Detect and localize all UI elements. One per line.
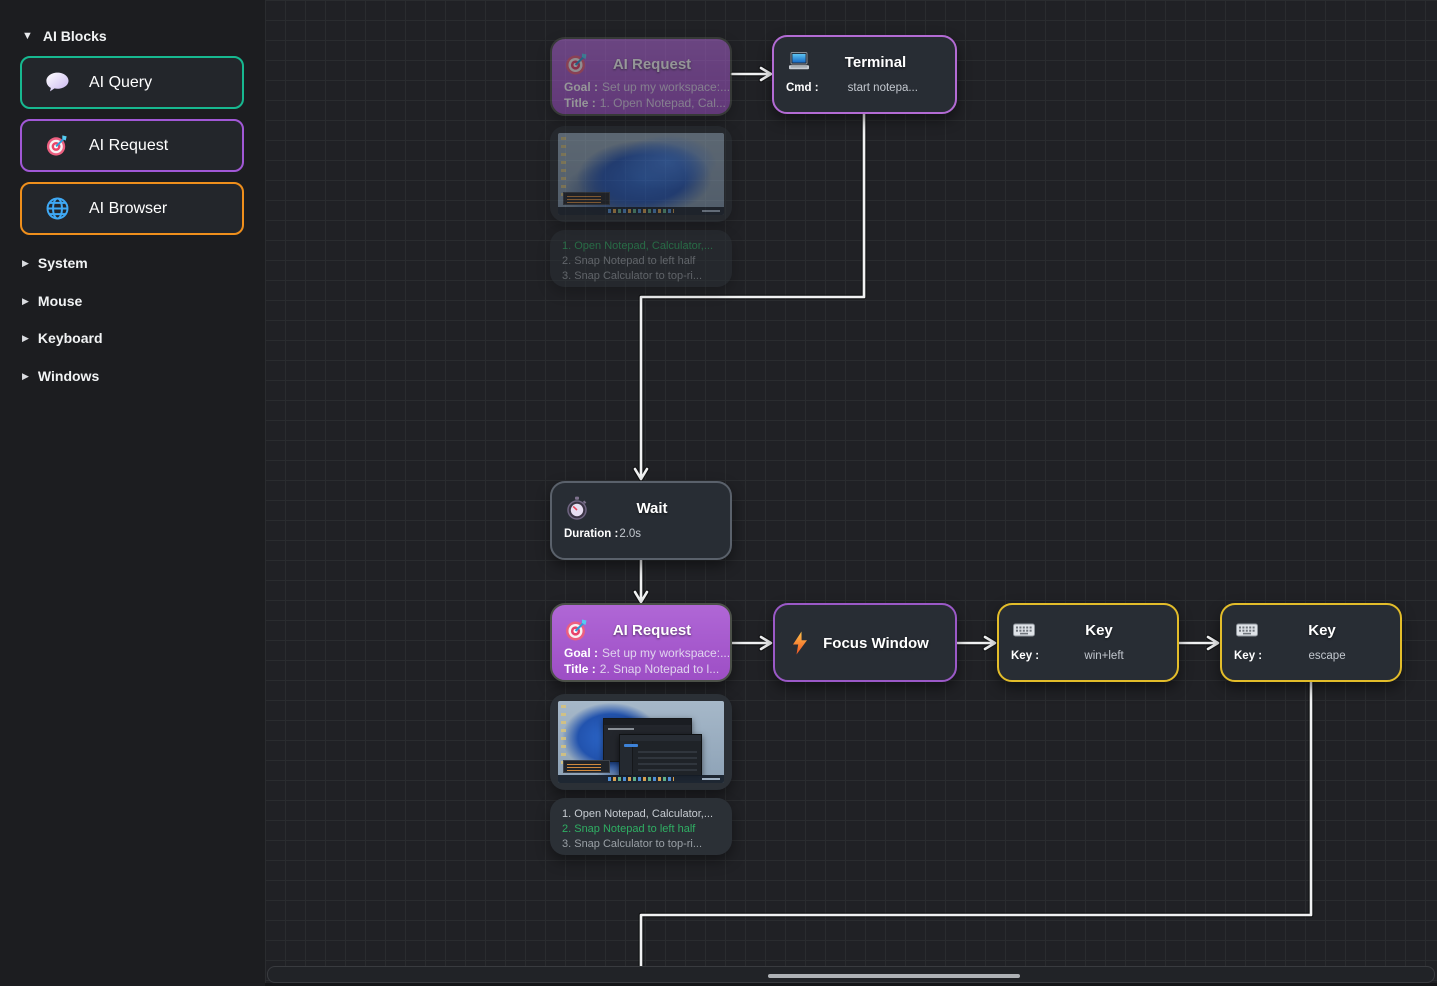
- node-field-goal: Goal : Set up my workspace:...: [564, 646, 730, 660]
- expand-triangle-icon: ▶: [22, 257, 29, 268]
- sidebar-section-keyboard[interactable]: ▶ Keyboard: [22, 330, 103, 346]
- palette-button-label: AI Browser: [89, 199, 168, 217]
- flow-canvas[interactable]: AI Request Goal : Set up my workspace:..…: [265, 0, 1437, 983]
- checklist-card-1[interactable]: 1. Open Notepad, Calculator,... 2. Snap …: [550, 230, 732, 287]
- desktop-icons-column: [561, 137, 566, 197]
- sidebar-section-ai-blocks[interactable]: ▼ AI Blocks: [0, 0, 265, 44]
- keyboard-icon: [1010, 616, 1038, 644]
- target-icon: [563, 50, 591, 78]
- node-ai-request-1[interactable]: AI Request Goal : Set up my workspace:..…: [550, 37, 732, 116]
- file-explorer-window-thumbnail: [619, 733, 703, 776]
- stopwatch-icon: [563, 494, 591, 522]
- node-field-title: Title : 2. Snap Notepad to l...: [564, 662, 720, 676]
- palette-button-ai-query[interactable]: AI Query: [20, 56, 244, 109]
- node-title: Terminal: [844, 53, 907, 71]
- sidebar-section-system[interactable]: ▶ System: [22, 255, 88, 271]
- palette-button-ai-browser[interactable]: AI Browser: [20, 182, 244, 235]
- horizontal-scrollbar-thumb[interactable]: [768, 974, 1020, 978]
- desktop-screenshot-thumbnail: [558, 133, 724, 215]
- desktop-icons-column: [561, 705, 566, 765]
- screenshot-card-1[interactable]: [550, 126, 732, 222]
- palette-button-ai-request[interactable]: AI Request: [20, 119, 244, 172]
- desktop-screenshot-thumbnail: [558, 701, 724, 783]
- sidebar-section-mouse[interactable]: ▶ Mouse: [22, 293, 83, 309]
- node-title: Key: [1308, 621, 1336, 639]
- target-icon: [563, 616, 591, 644]
- node-title: Wait: [636, 499, 668, 517]
- taskbar: [558, 207, 724, 215]
- block-palette-sidebar: ▼ AI Blocks AI Query AI Request: [0, 0, 265, 986]
- node-title: Focus Window: [823, 634, 929, 652]
- node-field-key: Key : win+left: [1011, 650, 1124, 662]
- checklist-item: 2. Snap Notepad to left half: [562, 255, 696, 267]
- mini-terminal-window: [563, 760, 610, 773]
- globe-icon: [44, 195, 71, 222]
- node-ai-request-2[interactable]: AI Request Goal : Set up my workspace:..…: [550, 603, 732, 682]
- checklist-card-2[interactable]: 1. Open Notepad, Calculator,... 2. Snap …: [550, 798, 732, 855]
- node-field-title: Title : 1. Open Notepad, Cal...: [564, 96, 726, 110]
- node-title: Key: [1085, 621, 1113, 639]
- checklist-item: 3. Snap Calculator to top-ri...: [562, 838, 703, 850]
- flow-edges: [632, 65, 1314, 969]
- canvas-bottom-edge: [265, 983, 1437, 986]
- palette-button-label: AI Query: [89, 73, 153, 91]
- node-field-cmd: Cmd : start notepa...: [786, 82, 918, 94]
- checklist-item: 1. Open Notepad, Calculator,...: [562, 808, 714, 820]
- node-terminal[interactable]: Terminal Cmd : start notepa...: [772, 35, 957, 114]
- palette-button-label: AI Request: [89, 136, 169, 154]
- node-key-1[interactable]: Key Key : win+left: [997, 603, 1179, 682]
- screenshot-card-2[interactable]: [550, 694, 732, 790]
- sidebar-section-windows[interactable]: ▶ Windows: [22, 368, 100, 384]
- checklist-item: 2. Snap Notepad to left half: [562, 823, 696, 835]
- checklist-item: 1. Open Notepad, Calculator,...: [562, 240, 714, 252]
- node-key-2[interactable]: Key Key : escape: [1220, 603, 1402, 682]
- checklist-item: 3. Snap Calculator to top-ri...: [562, 270, 703, 282]
- node-field-key: Key : escape: [1234, 650, 1346, 662]
- keyboard-icon: [1233, 616, 1261, 644]
- expand-triangle-icon: ▶: [22, 332, 29, 343]
- node-title: AI Request: [612, 55, 692, 73]
- laptop-icon: [785, 48, 813, 76]
- node-field-duration: Duration : 2.0s: [564, 528, 642, 540]
- node-field-goal: Goal : Set up my workspace:...: [564, 80, 730, 94]
- target-icon: [44, 132, 71, 159]
- lightning-icon: [786, 629, 814, 657]
- chat-bubble-icon: [44, 69, 71, 96]
- taskbar: [558, 775, 724, 783]
- node-title: AI Request: [612, 621, 692, 639]
- sidebar-section-title: AI Blocks: [42, 28, 107, 44]
- horizontal-scrollbar-track[interactable]: [267, 966, 1435, 983]
- collapse-triangle-icon: ▼: [22, 30, 33, 42]
- expand-triangle-icon: ▶: [22, 370, 29, 381]
- node-focus-window[interactable]: Focus Window: [773, 603, 957, 682]
- mini-terminal-window: [563, 192, 610, 205]
- expand-triangle-icon: ▶: [22, 295, 29, 306]
- node-wait[interactable]: Wait Duration : 2.0s: [550, 481, 732, 560]
